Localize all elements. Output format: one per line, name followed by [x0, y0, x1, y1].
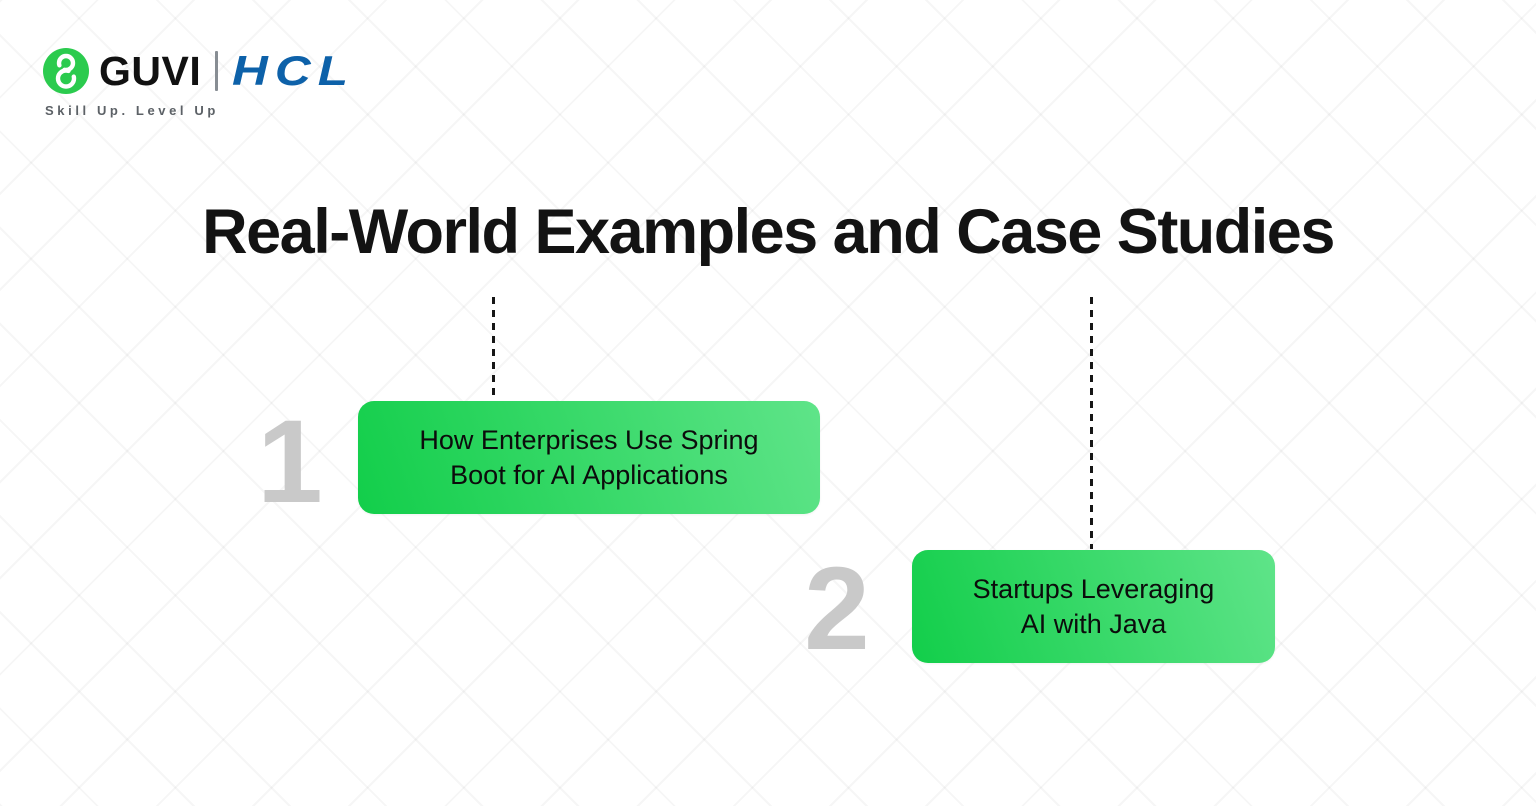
item-number-1: 1 — [257, 396, 323, 528]
guvi-logo-icon — [43, 48, 89, 94]
case-study-card-2-line2: AI with Java — [1020, 608, 1167, 639]
page-title: Real-World Examples and Case Studies — [202, 197, 1335, 267]
brand-logo: GUVI HCL Skill Up. Level Up — [43, 48, 348, 118]
dotted-connector-2 — [1090, 297, 1093, 549]
case-study-card-2-line1: Startups Leveraging — [972, 573, 1215, 604]
case-study-card-1: How Enterprises Use Spring Boot for AI A… — [358, 401, 820, 514]
case-study-card-1-line1: How Enterprises Use Spring — [419, 424, 759, 455]
hcl-wordmark: HCL — [232, 47, 356, 94]
item-number-2: 2 — [804, 543, 870, 675]
case-study-card-1-line2: Boot for AI Applications — [450, 459, 728, 490]
brand-divider — [215, 51, 219, 91]
case-study-card-2: Startups Leveraging AI with Java — [912, 550, 1275, 663]
brand-tagline: Skill Up. Level Up — [45, 103, 219, 118]
dotted-connector-1 — [492, 297, 495, 400]
guvi-wordmark: GUVI — [99, 48, 202, 94]
